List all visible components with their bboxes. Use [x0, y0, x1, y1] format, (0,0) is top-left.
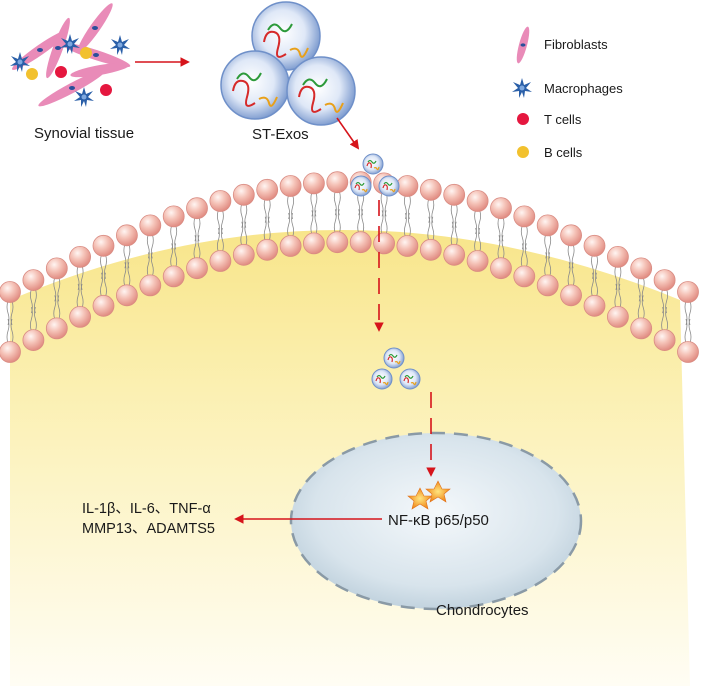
membrane-bead — [326, 171, 349, 194]
membrane-bead — [116, 284, 138, 307]
membrane-bead — [536, 214, 559, 237]
synovial-tissue-label: Synovial tissue — [34, 125, 135, 142]
membrane-bead — [583, 234, 606, 257]
membrane-bead — [186, 257, 208, 280]
membrane-bead — [653, 269, 676, 292]
membrane-bead — [349, 231, 372, 254]
chondrocytes-label: Chondrocytes — [436, 602, 529, 619]
membrane-bead — [302, 232, 325, 255]
membrane-bead — [186, 197, 208, 220]
membrane-bead — [653, 329, 676, 352]
membrane-bead — [443, 183, 466, 206]
membrane-bead — [279, 235, 302, 257]
membrane-bead — [513, 265, 536, 288]
membrane-bead — [256, 178, 279, 201]
membrane-bead — [45, 317, 68, 340]
membrane-bead — [69, 245, 91, 268]
membrane-bead — [607, 245, 629, 268]
membrane-bead — [630, 257, 653, 280]
b-cell-icon — [517, 146, 529, 158]
membrane-bead — [302, 172, 325, 195]
membrane-bead — [92, 294, 115, 317]
membrane-bead — [536, 274, 559, 297]
membrane-bead — [419, 238, 442, 261]
legend-b-cells-label: B cells — [544, 145, 583, 160]
membrane-bead — [466, 250, 489, 272]
t-cell-icon — [517, 113, 529, 125]
cytokines-line-1: IL-1β、IL-6、TNF-α — [82, 501, 211, 517]
membrane-bead — [0, 281, 21, 303]
membrane-bead — [630, 317, 653, 340]
membrane-bead — [232, 243, 255, 266]
membrane-bead — [396, 175, 419, 197]
nfkb-star-icon — [407, 480, 451, 510]
st-exos-icon — [220, 1, 356, 126]
legend — [512, 26, 532, 158]
membrane-bead — [677, 341, 699, 363]
membrane-bead — [162, 205, 185, 228]
membrane-bead — [607, 305, 629, 328]
membrane-bead — [513, 205, 536, 228]
membrane-bead — [139, 274, 162, 297]
membrane-bead — [92, 234, 115, 257]
nfkb-label: NF-κB p65/p50 — [388, 512, 489, 529]
legend-macrophages-label: Macrophages — [544, 81, 623, 96]
membrane-bead — [560, 284, 582, 307]
membrane-bead — [419, 178, 442, 201]
membrane-bead — [0, 341, 21, 363]
synovial-tissue-icon — [10, 3, 131, 107]
membrane-bead — [560, 224, 582, 247]
membrane-bead — [162, 265, 185, 288]
legend-t-cells-label: T cells — [544, 112, 582, 127]
membrane-bead — [490, 197, 512, 220]
membrane-bead — [677, 281, 699, 303]
membrane-bead — [373, 232, 396, 255]
membrane-bead — [583, 294, 606, 317]
membrane-bead — [279, 175, 302, 197]
membrane-bead — [232, 183, 255, 206]
membrane-bead — [22, 269, 45, 292]
arrow-exos-down — [336, 117, 360, 150]
membrane-bead — [45, 257, 68, 280]
cytokines-line-2: MMP13、ADAMTS5 — [82, 521, 215, 537]
macrophage-icon — [512, 78, 532, 98]
membrane-bead — [139, 214, 162, 237]
membrane-bead — [466, 190, 489, 212]
membrane-bead — [22, 329, 45, 352]
membrane-bead — [116, 224, 138, 247]
legend-fibroblasts-label: Fibroblasts — [544, 37, 608, 52]
membrane-bead — [490, 257, 512, 280]
membrane-bead — [326, 231, 349, 254]
membrane-bead — [69, 305, 91, 328]
st-exos-label: ST-Exos — [252, 126, 309, 143]
membrane-bead — [256, 238, 279, 261]
membrane-bead — [209, 190, 232, 212]
membrane-bead — [396, 235, 419, 257]
nucleus — [289, 431, 583, 611]
membrane-bead — [209, 250, 232, 272]
membrane-bead — [443, 243, 466, 266]
membrane-lipid-tails — [6, 191, 692, 344]
